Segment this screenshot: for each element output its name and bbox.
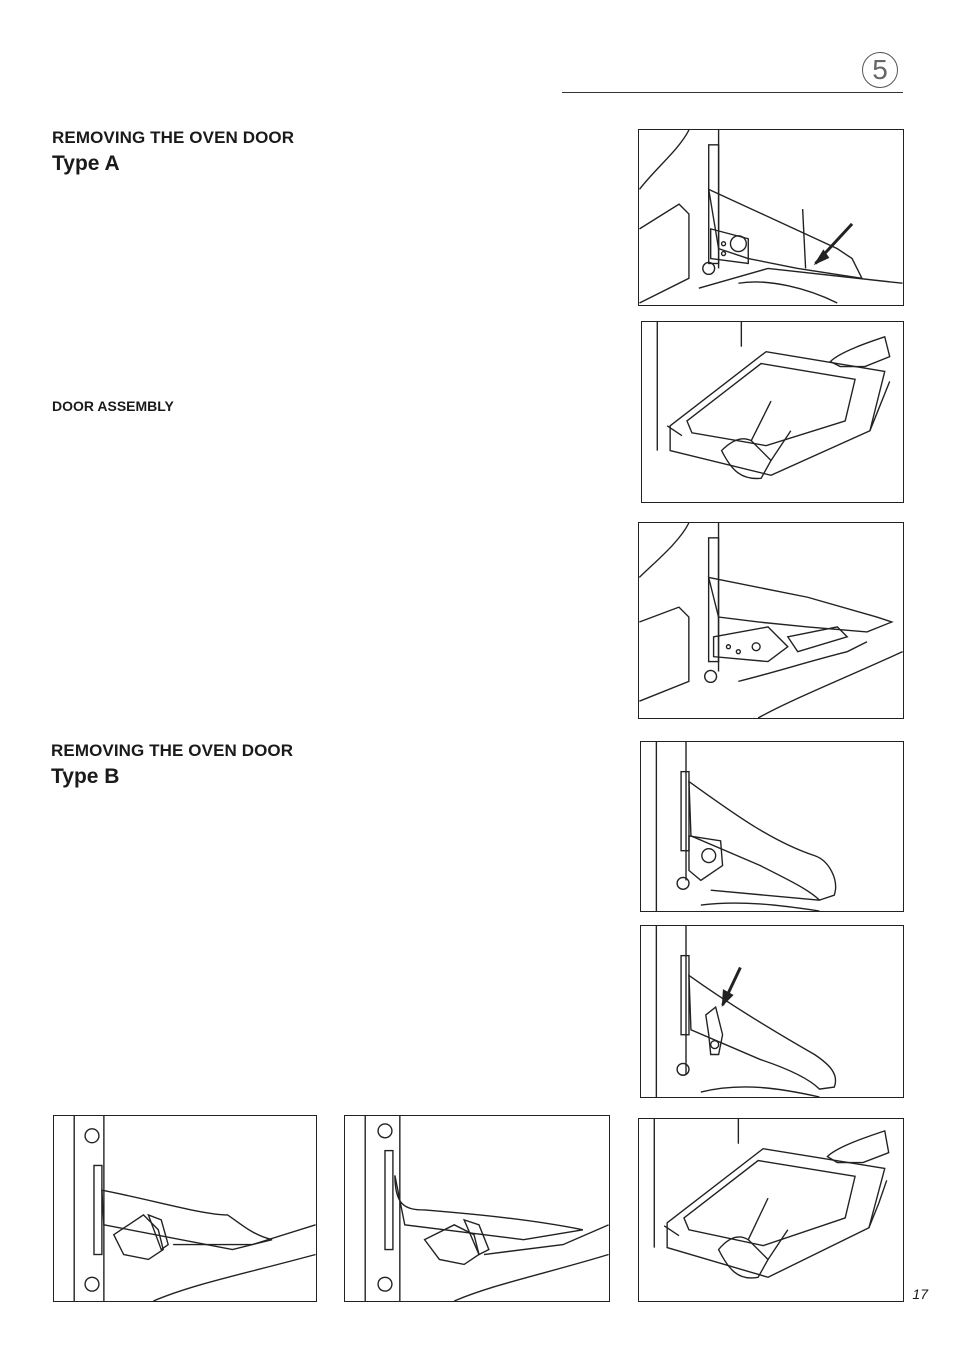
figure-lifting-door-b [638, 1118, 904, 1302]
figure-lifting-door-a [641, 321, 904, 503]
type-b-heading: REMOVING THE OVEN DOOR [51, 741, 294, 760]
type-a-label: Type A [52, 152, 120, 175]
chapter-number-badge: 5 [862, 52, 898, 88]
figure-hinge-lever-b [640, 741, 904, 912]
figure-hinge-lever-a [638, 129, 904, 306]
type-a-heading: REMOVING THE OVEN DOOR [52, 128, 295, 147]
figure-hinge-closeup-a [638, 522, 904, 719]
header-rule [562, 92, 903, 93]
figure-lever-lowered-b [53, 1115, 317, 1302]
page-number: 17 [912, 1286, 928, 1302]
door-assembly-heading: DOOR ASSEMBLY [52, 398, 174, 414]
figure-lever-arrow-b [640, 925, 904, 1098]
type-b-label: Type B [51, 765, 120, 788]
figure-lever-lifted-b [344, 1115, 610, 1302]
chapter-number: 5 [872, 54, 888, 85]
